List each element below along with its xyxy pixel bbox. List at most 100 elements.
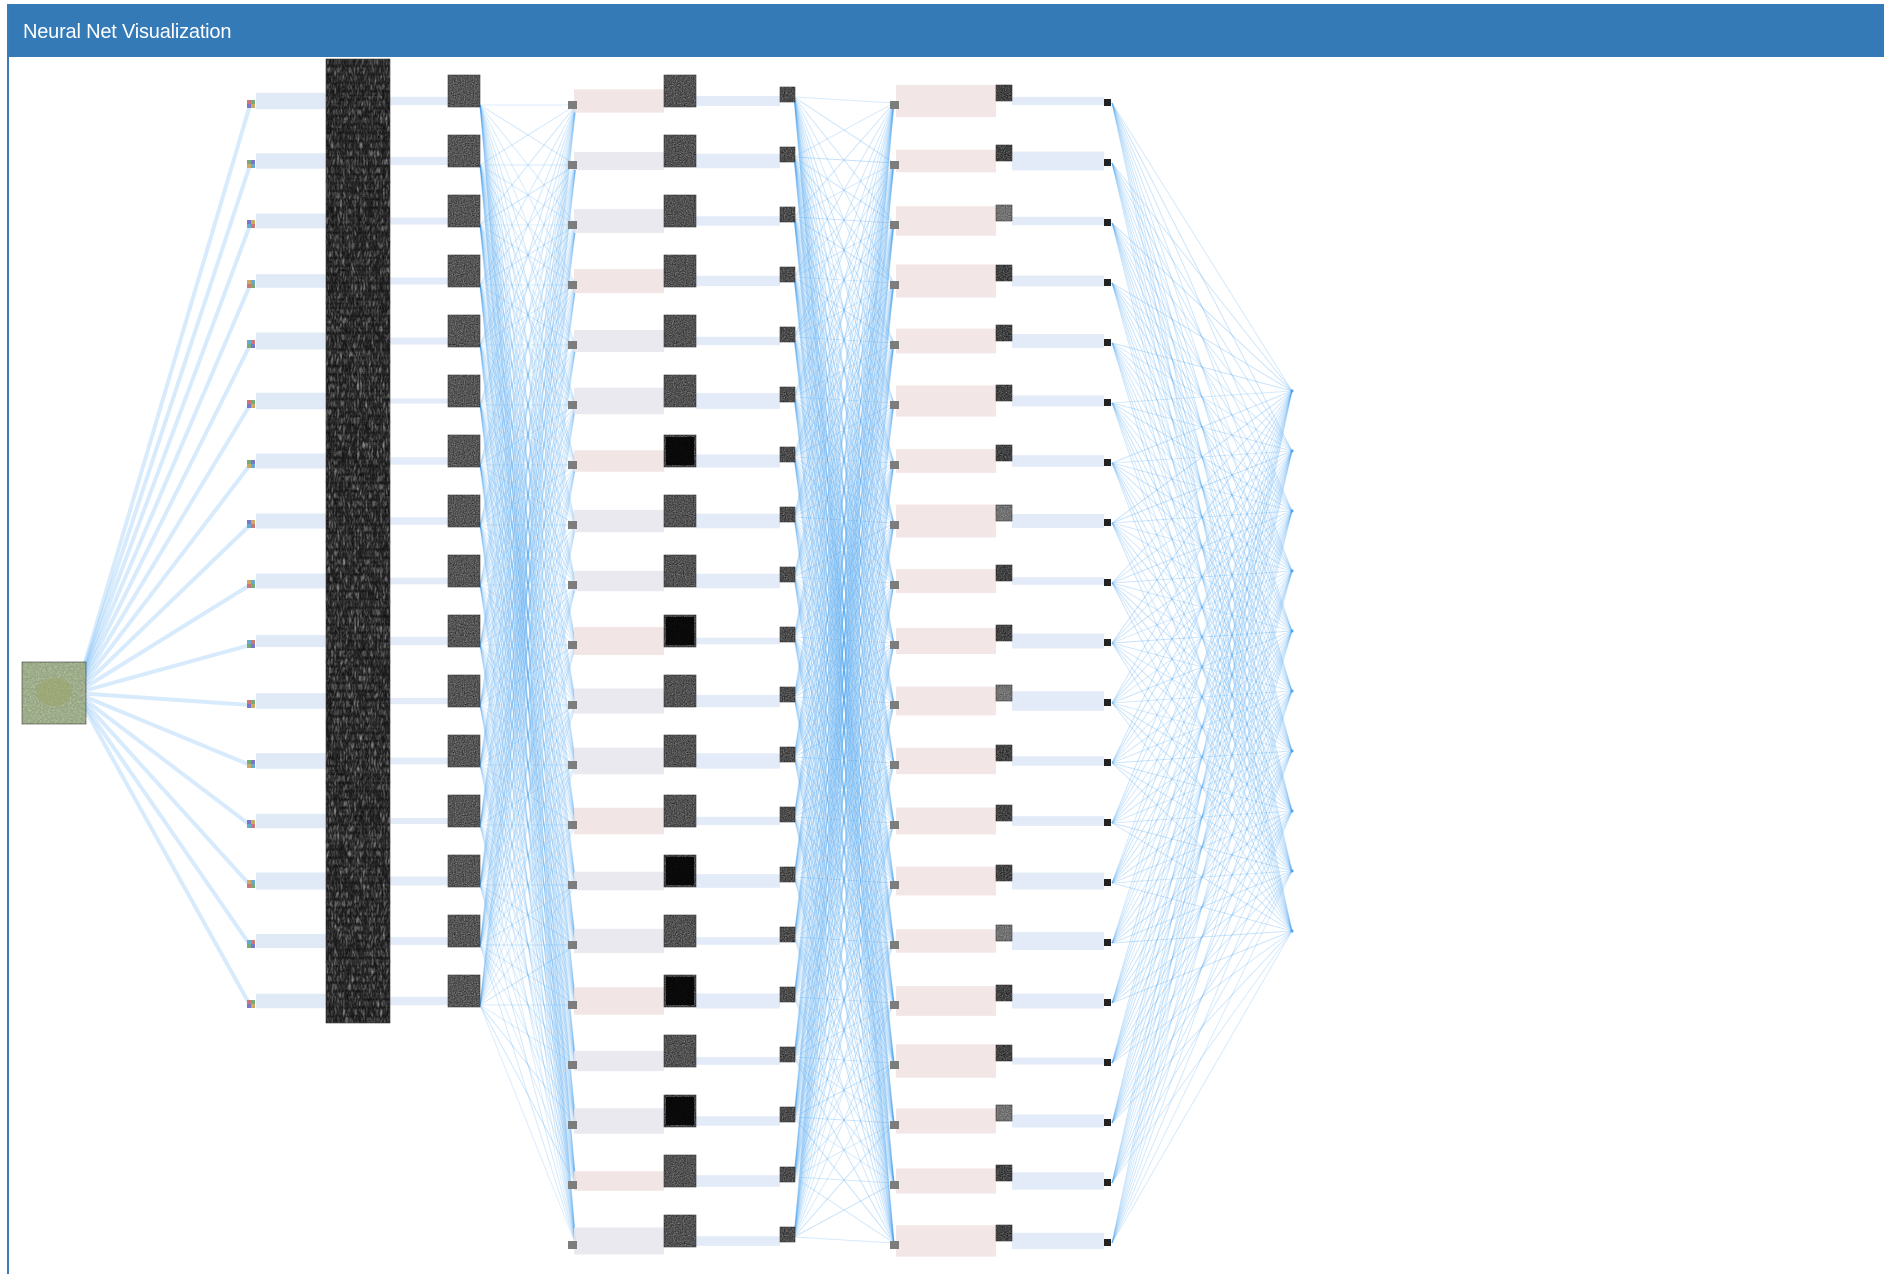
unit-node <box>779 1226 796 1243</box>
edge-dense-c <box>1111 690 1293 764</box>
edge-dense-b <box>793 762 895 878</box>
edge-dense-a <box>479 284 577 466</box>
edge-dense-a <box>479 284 577 766</box>
edge-input-layer1 <box>74 344 252 694</box>
filter-node <box>247 640 255 648</box>
connection-bar <box>896 807 996 835</box>
edge-dense-b <box>793 102 895 458</box>
edge-dense-b <box>793 222 895 698</box>
edge-dense-c <box>1111 510 1293 584</box>
edge-dense-b <box>793 816 895 1244</box>
edge-dense-c <box>1111 510 1293 944</box>
edge-dense-c <box>1111 582 1293 812</box>
edge-dense-b <box>793 396 895 584</box>
edge-dense-a <box>479 164 577 586</box>
edge-dense-b <box>793 582 895 638</box>
edge-dense-b <box>793 636 895 944</box>
edge-dense-a <box>479 764 577 1006</box>
edge-dense-c <box>1111 390 1293 884</box>
edge-dense-a <box>479 704 577 1186</box>
edge-dense-c <box>1111 930 1293 1004</box>
edge-dense-c <box>1111 102 1293 692</box>
feature-map-icon <box>447 554 481 588</box>
edge-dense-a <box>479 524 577 826</box>
edge-dense-c <box>1111 570 1293 1184</box>
edge-dense-b <box>793 396 895 464</box>
edge-dense-b <box>793 582 895 1238</box>
unit-node <box>1104 999 1111 1006</box>
edge-dense-b <box>793 282 895 518</box>
edge-dense-b <box>793 636 895 644</box>
edge-dense-b <box>793 216 895 1184</box>
filter-node <box>247 340 255 348</box>
edge-dense-c <box>1111 102 1293 512</box>
edge-dense-a <box>479 824 577 1186</box>
edge-dense-a <box>479 404 577 466</box>
unit-node <box>568 521 577 529</box>
edge-dense-c <box>1111 222 1293 632</box>
edge-dense-b <box>793 696 895 1244</box>
edge-dense-a <box>479 104 577 1066</box>
edge-dense-c <box>1111 510 1293 884</box>
unit-node <box>568 101 577 109</box>
edge-dense-a <box>479 464 577 586</box>
edge-dense-c <box>1111 342 1293 392</box>
edge-dense-c <box>1111 930 1293 1064</box>
unit-node <box>568 1181 577 1189</box>
edge-dense-a <box>479 584 577 646</box>
unit-node <box>779 386 796 403</box>
edge-dense-c <box>1111 630 1293 884</box>
edge-dense-b <box>793 342 895 518</box>
edge-dense-b <box>793 222 895 458</box>
edge-dense-b <box>793 516 895 884</box>
edge-dense-c <box>1111 510 1293 704</box>
edge-dense-c <box>1111 642 1293 692</box>
edge-dense-c <box>1111 102 1293 872</box>
feature-map-icon <box>325 58 391 122</box>
unit-node <box>568 1241 577 1249</box>
edge-dense-a <box>479 344 577 1246</box>
unit-node <box>890 161 899 169</box>
edge-dense-a <box>479 224 577 706</box>
edge-dense-c <box>1111 450 1293 824</box>
connection-bar <box>696 454 780 468</box>
edge-dense-c <box>1111 282 1293 932</box>
edge-dense-a <box>479 344 577 586</box>
feature-map-icon <box>325 480 391 544</box>
edge-dense-b <box>793 1002 895 1238</box>
edge-dense-b <box>793 702 895 1178</box>
edge-dense-c <box>1111 162 1293 572</box>
edge-dense-b <box>793 102 895 518</box>
panel-header: Neural Net Visualization <box>9 5 1884 57</box>
edge-dense-a <box>479 104 577 226</box>
connection-bar <box>574 1050 664 1072</box>
edge-dense-a <box>479 344 577 1186</box>
edge-dense-c <box>1111 570 1293 764</box>
edge-dense-c <box>1111 570 1293 944</box>
edge-dense-a <box>479 284 577 1246</box>
feature-map-icon <box>447 974 481 1008</box>
edge-dense-a <box>479 944 577 1246</box>
edge-dense-c <box>1111 810 1293 944</box>
edge-dense-b <box>793 216 895 284</box>
edge-dense-a <box>479 704 577 1246</box>
edge-dense-a <box>479 104 577 1186</box>
connection-bar <box>574 268 664 294</box>
edge-dense-b <box>793 516 895 644</box>
edge-dense-b <box>793 1116 895 1244</box>
feature-map-icon <box>663 254 697 288</box>
filter-node <box>247 160 255 168</box>
edge-dense-c <box>1111 390 1293 1184</box>
edge-dense-a <box>479 704 577 766</box>
feature-map-icon <box>663 1154 697 1188</box>
feature-map-icon <box>325 900 391 964</box>
edge-dense-b <box>793 216 895 584</box>
edge-dense-c <box>1111 570 1293 584</box>
edge-dense-c <box>1111 450 1293 884</box>
edge-dense-a <box>479 404 577 466</box>
edge-dense-c <box>1111 750 1293 1124</box>
edge-dense-b <box>793 636 895 704</box>
edge-dense-c <box>1111 630 1293 764</box>
edge-dense-a <box>479 224 577 766</box>
edge-dense-c <box>1111 342 1293 632</box>
